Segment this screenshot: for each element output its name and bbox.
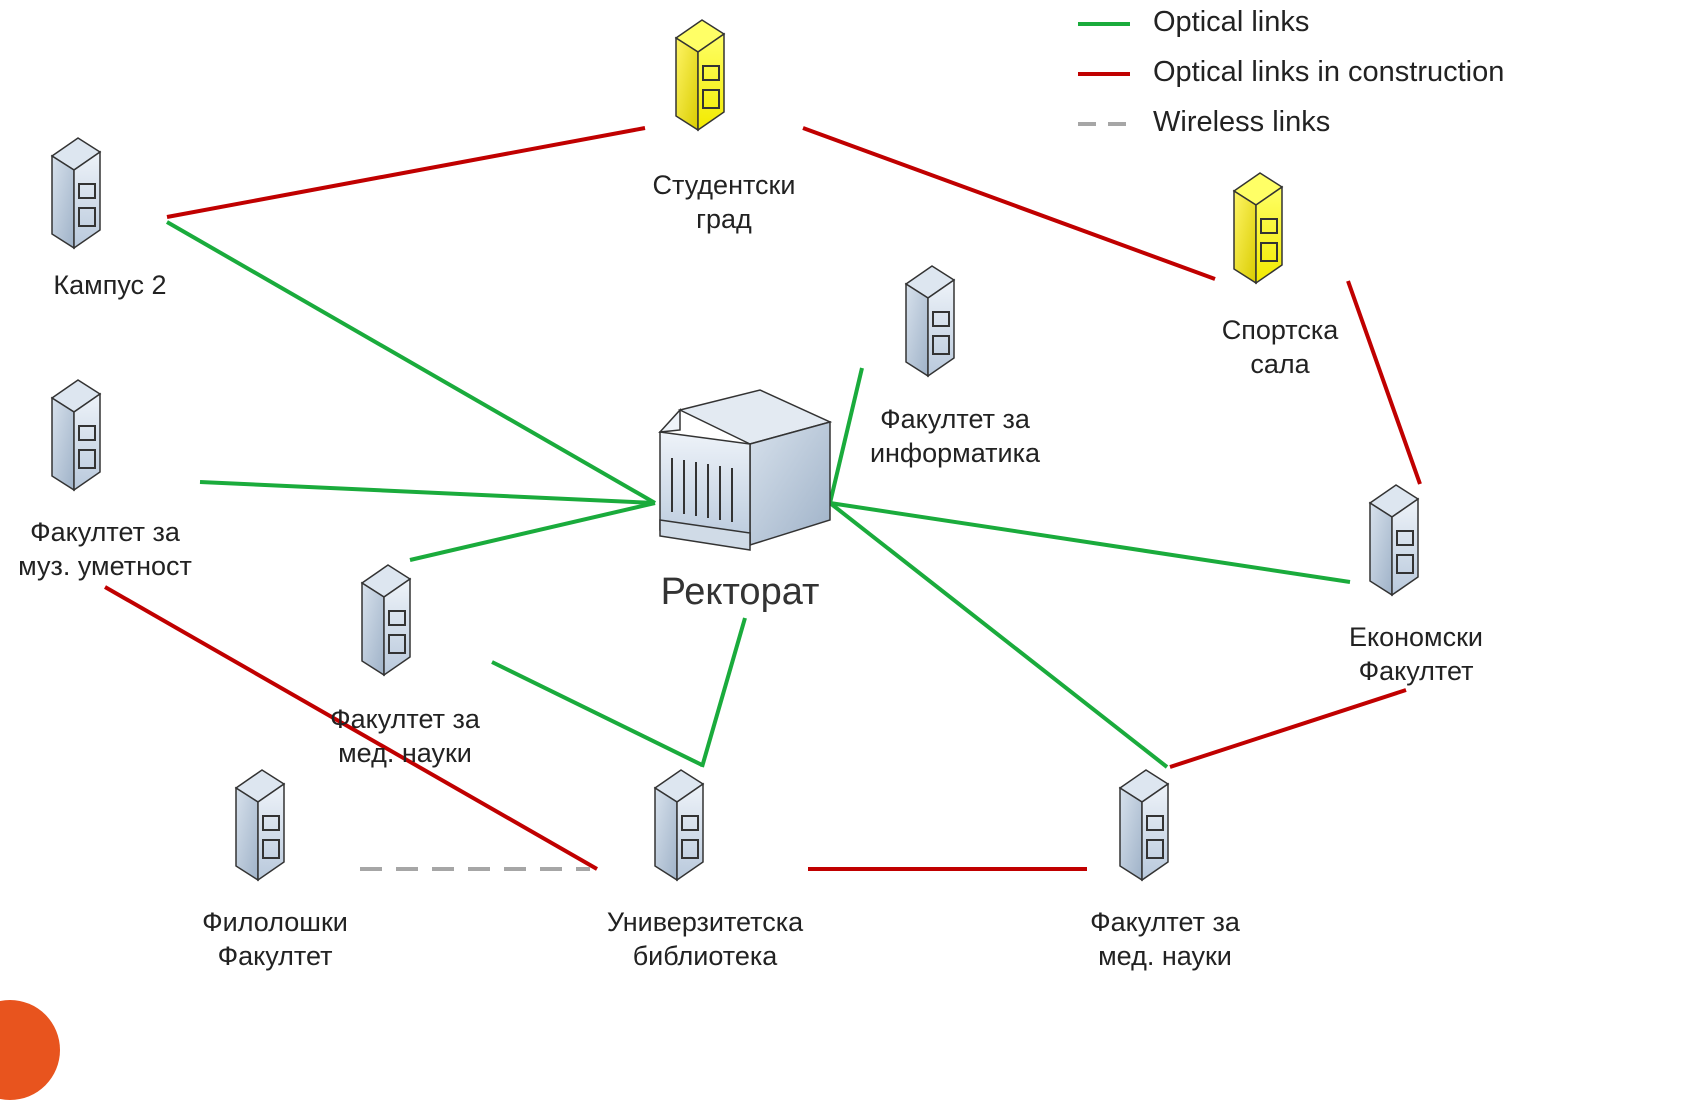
link-rektorat-med-right <box>828 501 1169 769</box>
building-icon <box>654 769 704 881</box>
building-icon <box>1369 484 1419 596</box>
link-med-left-rektorat <box>409 501 656 562</box>
link-kampus2-studentski <box>166 126 646 219</box>
building-icon <box>1119 769 1169 881</box>
link-muz-biblioteka <box>104 585 598 871</box>
legend-optical-label: Optical links <box>1153 6 1310 38</box>
building-yellow-icon <box>1232 172 1284 285</box>
building-icon <box>51 137 101 249</box>
legend-construction-label: Optical links in construction <box>1153 56 1505 88</box>
link-studentski-sportska <box>802 126 1216 281</box>
building-icon <box>235 769 285 881</box>
link-muz-rektorat <box>199 480 656 505</box>
link-med-left-biblioteka <box>491 660 703 767</box>
link-ekonomski-rektorat <box>829 501 1351 584</box>
link-kampus2-rektorat <box>166 220 656 505</box>
link-ekonomski-med-right <box>1169 688 1407 769</box>
building-icon <box>905 265 955 377</box>
building-icon <box>51 379 101 491</box>
link-rektorat-biblioteka <box>700 617 747 768</box>
legend-wireless-label: Wireless links <box>1153 106 1331 138</box>
link-informatika-rektorat <box>828 367 864 504</box>
node-label-kampus2: Кампус 2 <box>53 270 167 300</box>
network-diagram <box>51 19 1422 881</box>
building-icon <box>361 564 411 676</box>
node-label-rektorat: Ректорат <box>660 571 820 613</box>
link-sportska-ekonomski <box>1346 280 1422 485</box>
building-yellow-icon <box>674 19 726 132</box>
links-layer <box>104 126 1422 871</box>
main-building-icon <box>658 389 833 551</box>
